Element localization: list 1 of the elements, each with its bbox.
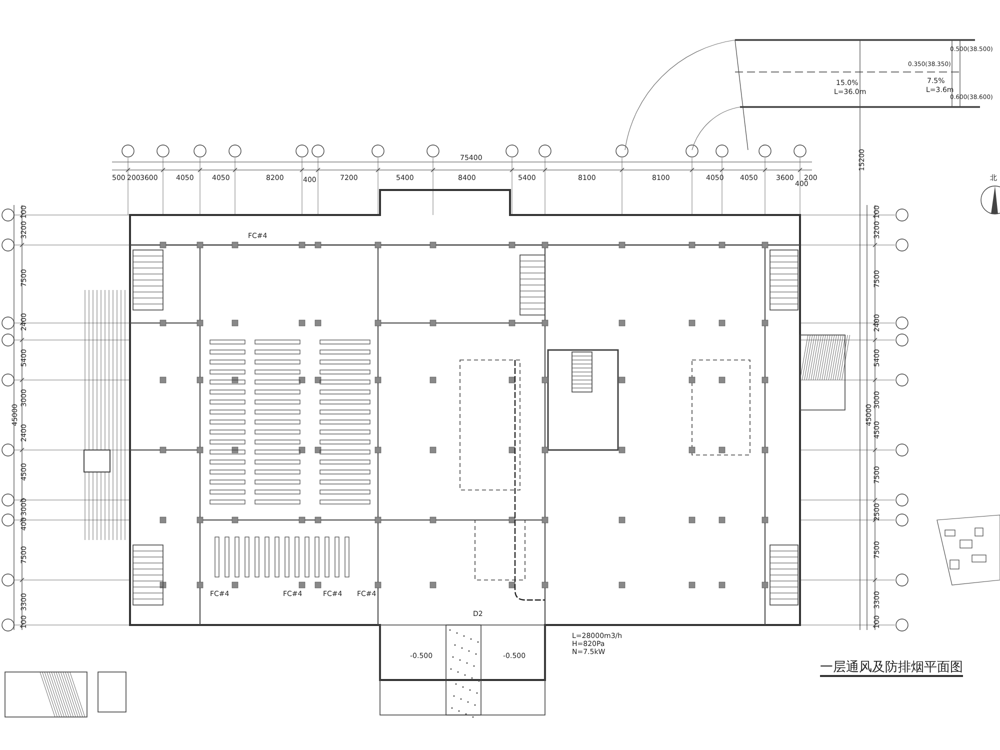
drawing-title: 一层通风及防排烟平面图 — [820, 660, 963, 677]
